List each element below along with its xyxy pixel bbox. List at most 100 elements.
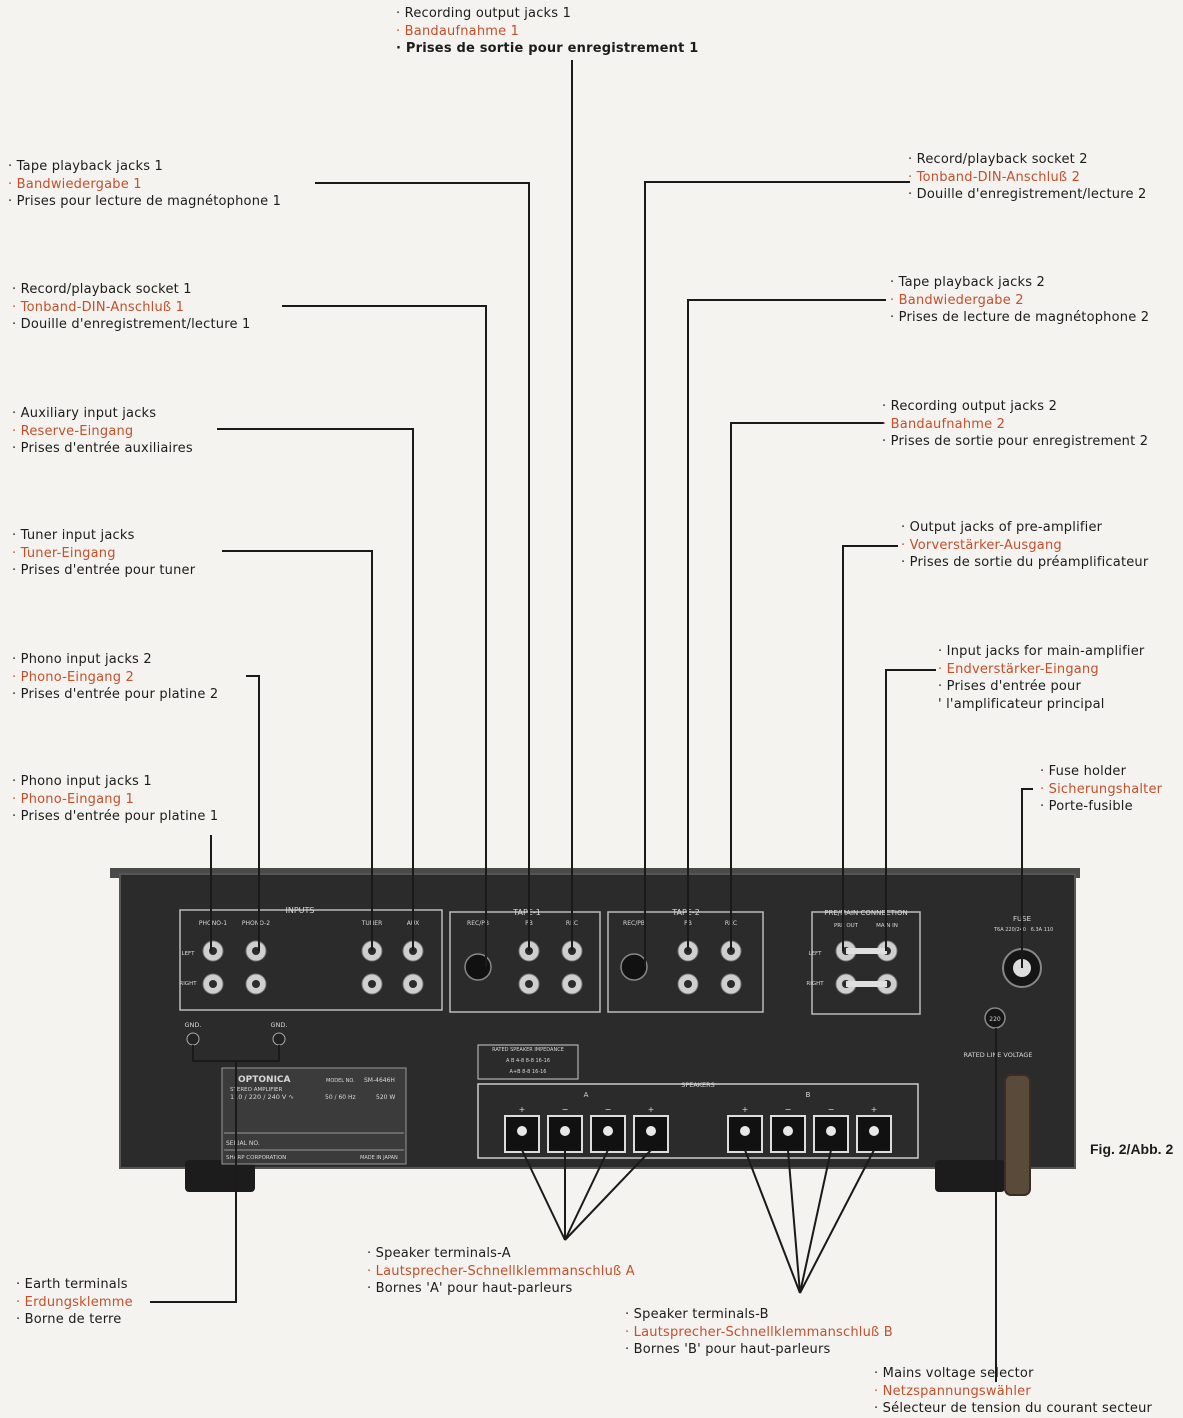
callout-de: · Tuner-Eingang bbox=[12, 545, 116, 561]
callout-de: · Tonband-DIN-Anschluß 1 bbox=[12, 299, 185, 315]
callout-rec-out-2: · Recording output jacks 2 · Bandaufnahm… bbox=[882, 398, 1148, 451]
callout-de: · Reserve-Eingang bbox=[12, 423, 134, 439]
callout-main-in: · Input jacks for main-amplifier · Endve… bbox=[938, 643, 1144, 713]
callout-en: · Speaker terminals-B bbox=[625, 1307, 769, 1322]
callout-en: · Recording output jacks 1 bbox=[396, 6, 572, 21]
callout-en: · Phono input jacks 1 bbox=[12, 774, 152, 789]
callout-en: · Record/playback socket 1 bbox=[12, 282, 192, 297]
panel-tape1-label: TAPE-1 bbox=[512, 908, 541, 917]
callout-en: · Earth terminals bbox=[16, 1277, 128, 1292]
callout-de: · Bandwiedergabe 1 bbox=[8, 176, 142, 192]
panel-right-label-2: RIGHT bbox=[806, 981, 824, 987]
callout-tuner-in: · Tuner input jacks · Tuner-Eingang · Pr… bbox=[12, 527, 195, 580]
callout-tape-pb-1: · Tape playback jacks 1 · Bandwiedergabe… bbox=[8, 158, 281, 211]
nameplate-voltage: 110 / 220 / 240 V ∿ bbox=[230, 1093, 294, 1101]
spk-b-plus-1: + bbox=[742, 1105, 749, 1114]
callout-en: · Phono input jacks 2 bbox=[12, 652, 152, 667]
callout-en: · Speaker terminals-A bbox=[367, 1246, 511, 1261]
panel-recpb2-label: REC/PB bbox=[623, 920, 645, 927]
nameplate-brand: OPTONICA bbox=[238, 1075, 291, 1085]
panel-inputs-label: INPUTS bbox=[286, 906, 315, 915]
callout-earth: · Earth terminals · Erdungsklemme · Born… bbox=[16, 1276, 133, 1329]
callout-de: · Erdungsklemme bbox=[16, 1294, 133, 1310]
callout-en: · Tape playback jacks 2 bbox=[890, 275, 1045, 290]
callout-aux-in: · Auxiliary input jacks · Reserve-Eingan… bbox=[12, 405, 193, 458]
spk-b-minus-1: − bbox=[785, 1105, 792, 1114]
nameplate-product: STEREO AMPLIFIER bbox=[230, 1087, 282, 1093]
amplifier-rear-panel: INPUTS PHONO-1 PHONO-2 TUNER AUX TAPE-1 … bbox=[110, 868, 1080, 1196]
callout-fr: · Douille d'enregistrement/lecture 2 bbox=[908, 187, 1147, 202]
callout-en: · Auxiliary input jacks bbox=[12, 406, 157, 421]
panel-left-label: LEFT bbox=[182, 951, 196, 957]
speakers-b-label: B bbox=[806, 1091, 811, 1099]
callout-rec-pb-socket-2: · Record/playback socket 2 · Tonband-DIN… bbox=[908, 151, 1146, 204]
callout-en: · Fuse holder bbox=[1040, 764, 1127, 779]
panel-premain-label: PRE/MAIN CONNECTION bbox=[824, 909, 908, 917]
callout-speaker-b: · Speaker terminals-B · Lautsprecher-Sch… bbox=[625, 1306, 893, 1359]
spk-b-minus-2: − bbox=[828, 1105, 835, 1114]
callout-speaker-a: · Speaker terminals-A · Lautsprecher-Sch… bbox=[367, 1245, 635, 1298]
callout-fr: · Prises de sortie pour enregistrement 1 bbox=[396, 41, 699, 56]
spk-a-minus-1: − bbox=[562, 1105, 569, 1114]
nameplate-maker: SHARP CORPORATION bbox=[226, 1155, 286, 1161]
panel-preout-label: PRE OUT bbox=[834, 923, 859, 929]
panel-right-label: RIGHT bbox=[179, 981, 197, 987]
callout-en: · Tape playback jacks 1 bbox=[8, 159, 163, 174]
callout-fr: · Prises de sortie pour enregistrement 2 bbox=[882, 434, 1149, 449]
callout-fr: · Prises d'entrée pour platine 2 bbox=[12, 687, 219, 702]
panel-voltage-sel: 220 bbox=[989, 1016, 1001, 1023]
panel-fuse-spec2: 6.3A 110 bbox=[1031, 927, 1054, 933]
spk-a-plus-1: + bbox=[519, 1105, 526, 1114]
callout-de: · Endverstärker-Eingang bbox=[938, 661, 1099, 677]
callout-en: · Record/playback socket 2 bbox=[908, 152, 1088, 167]
impedance-row1: A B 4-8 8-8 16-16 bbox=[506, 1058, 550, 1064]
callout-de: · Phono-Eingang 1 bbox=[12, 791, 134, 807]
callout-en: · Tuner input jacks bbox=[12, 528, 135, 543]
callout-fr: · Bornes 'A' pour haut-parleurs bbox=[367, 1281, 573, 1296]
nameplate-model-label: MODEL NO. bbox=[326, 1078, 355, 1084]
panel-tape2-label: TAPE-2 bbox=[671, 908, 700, 917]
callout-mains-voltage: · Mains voltage selector · Netzspannungs… bbox=[874, 1365, 1152, 1418]
callout-fr: · Prises de sortie du préamplificateur bbox=[901, 555, 1149, 570]
panel-fuse-spec1: T6A 220/240 bbox=[993, 927, 1026, 933]
callout-fuse: · Fuse holder · Sicherungshalter · Porte… bbox=[1040, 763, 1162, 816]
leader-lines bbox=[150, 60, 1033, 1382]
callout-phono-in-1: · Phono input jacks 1 · Phono-Eingang 1 … bbox=[12, 773, 218, 826]
callout-fr: · Prises d'entrée pour platine 1 bbox=[12, 809, 219, 824]
callout-de: · Lautsprecher-Schnellklemmanschluß A bbox=[367, 1263, 635, 1279]
nameplate-made-in: MADE IN JAPAN bbox=[360, 1155, 398, 1161]
callout-fr: · Borne de terre bbox=[16, 1312, 122, 1327]
panel-left-label-2: LEFT bbox=[809, 951, 823, 957]
nameplate-freq: 50 / 60 Hz bbox=[325, 1094, 356, 1101]
impedance-title: RATED SPEAKER IMPEDANCE bbox=[492, 1047, 564, 1053]
impedance-row2: A+B 8-8 16-16 bbox=[510, 1069, 547, 1075]
callout-tape-pb-2: · Tape playback jacks 2 · Bandwiedergabe… bbox=[890, 274, 1149, 327]
callout-rec-pb-socket-1: · Record/playback socket 1 · Tonband-DIN… bbox=[12, 281, 250, 334]
panel-recpb1-label: REC/PB bbox=[467, 920, 489, 927]
speakers-label: SPEAKERS bbox=[681, 1081, 715, 1089]
callout-fr: · Douille d'enregistrement/lecture 1 bbox=[12, 317, 251, 332]
callout-de: · Lautsprecher-Schnellklemmanschluß B bbox=[625, 1324, 893, 1340]
nameplate-model: SM-4646H bbox=[364, 1077, 395, 1084]
nameplate-power: 520 W bbox=[376, 1094, 395, 1101]
callout-fr: · Sélecteur de tension du courant secteu… bbox=[874, 1401, 1153, 1416]
panel-gnd-2: GND. bbox=[271, 1021, 288, 1029]
callout-de: · Bandaufnahme 1 bbox=[396, 23, 520, 39]
nameplate-serial: SERIAL NO. bbox=[226, 1140, 260, 1147]
callout-fr: · Prises d'entrée pour bbox=[938, 679, 1082, 694]
callout-fr: · Prises d'entrée pour tuner bbox=[12, 563, 196, 578]
callout-de: · Vorverstärker-Ausgang bbox=[901, 537, 1062, 553]
callout-phono-in-2: · Phono input jacks 2 · Phono-Eingang 2 … bbox=[12, 651, 218, 704]
callout-pre-out: · Output jacks of pre-amplifier · Vorver… bbox=[901, 519, 1148, 572]
panel-rated-line-voltage: RATED LINE VOLTAGE bbox=[963, 1051, 1032, 1059]
callout-de: · Sicherungshalter bbox=[1040, 781, 1163, 797]
callout-fr-2: ' l'amplificateur principal bbox=[938, 696, 1105, 712]
spk-a-minus-2: − bbox=[605, 1105, 612, 1114]
callout-fr: · Porte-fusible bbox=[1040, 799, 1133, 814]
spk-a-plus-2: + bbox=[648, 1105, 655, 1114]
callout-de: · Bandwiedergabe 2 bbox=[890, 292, 1024, 308]
callout-en: · Input jacks for main-amplifier bbox=[938, 644, 1145, 659]
callout-rec-out-1: · Recording output jacks 1 · Bandaufnahm… bbox=[396, 5, 699, 58]
callout-fr: · Bornes 'B' pour haut-parleurs bbox=[625, 1342, 831, 1357]
